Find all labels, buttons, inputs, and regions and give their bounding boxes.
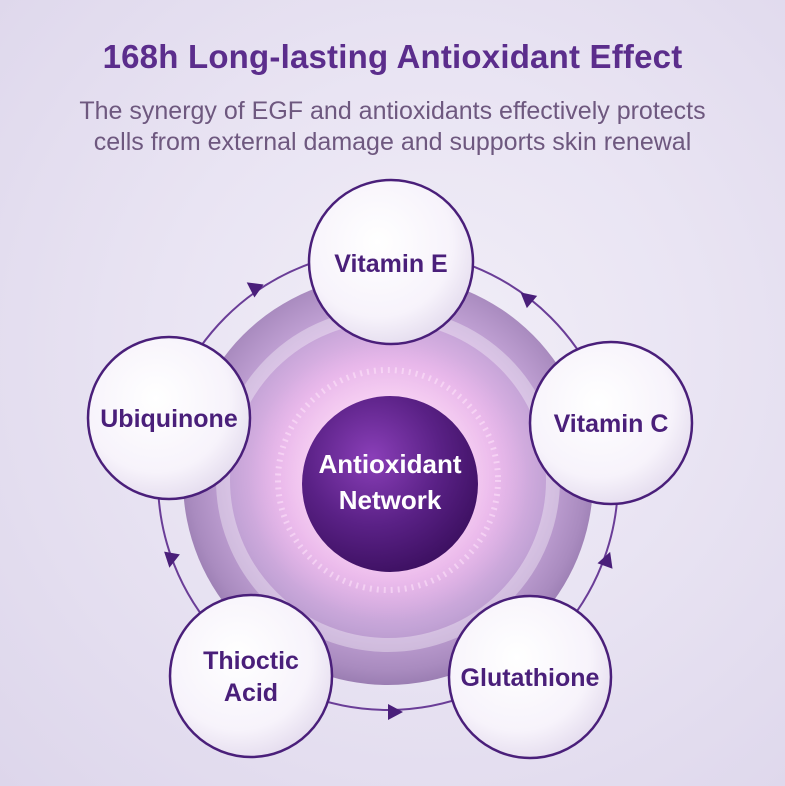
center-label-line-2: Network xyxy=(339,485,442,515)
node-ubiquinone: Ubiquinone xyxy=(86,335,252,501)
cycle-arrow-top-right xyxy=(520,292,538,309)
node-label-vitamin-c: Vitamin C xyxy=(554,410,669,438)
center-sphere-inner-ring xyxy=(275,367,501,593)
cycle-arrow-bottom xyxy=(388,704,403,720)
subtitle-line-1: The synergy of EGF and antioxidants effe… xyxy=(79,97,706,125)
subtitle-line-2: cells from external damage and supports … xyxy=(93,128,692,156)
cycle-arrow-top-left xyxy=(246,282,264,298)
node-thioctic-acid: Thioctic Acid xyxy=(168,593,334,759)
node-glutathione: Glutathione xyxy=(447,594,613,760)
node-label-thioctic-acid-line-2: Acid xyxy=(224,679,278,707)
node-vitamin-c: Vitamin C xyxy=(528,340,694,506)
cycle-arrow-right xyxy=(597,551,613,569)
node-label-ubiquinone: Ubiquinone xyxy=(100,405,238,433)
page-subtitle: The synergy of EGF and antioxidants effe… xyxy=(40,96,745,158)
node-vitamin-e: Vitamin E xyxy=(307,178,475,346)
page-title: 168h Long-lasting Antioxidant Effect xyxy=(102,38,683,75)
node-label-glutathione: Glutathione xyxy=(461,664,600,692)
center-label-line-1: Antioxidant xyxy=(319,449,462,479)
center-core xyxy=(302,396,478,572)
node-label-thioctic-acid-line-1: Thioctic xyxy=(203,647,299,675)
cycle-arrow-left xyxy=(164,551,180,568)
node-label-vitamin-e: Vitamin E xyxy=(334,250,447,278)
